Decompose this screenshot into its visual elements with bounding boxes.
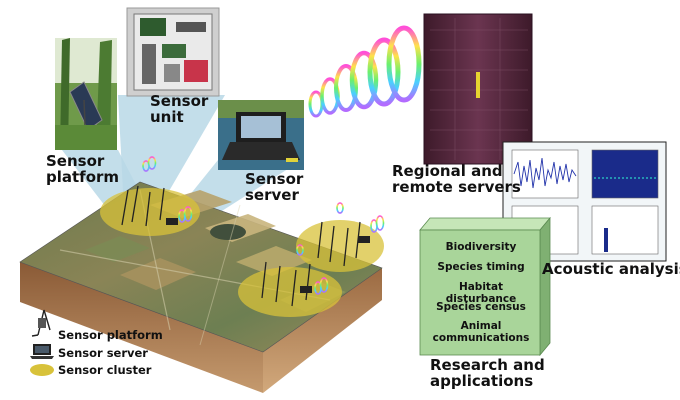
sensor-server-photo (218, 100, 304, 170)
label-regional-servers: Regional and remote servers (392, 162, 521, 196)
label-research-line1: Research and (430, 356, 545, 374)
cluster-laptop-center (300, 286, 312, 293)
label-sensor-server-line1: Sensor (245, 170, 304, 188)
label-regional-servers-line1: Regional and (392, 162, 503, 180)
cluster-wifi-cones (142, 156, 385, 295)
label-research-applications: Research and applications (430, 356, 545, 390)
label-regional-servers-line2: remote servers (392, 177, 521, 196)
sensor-unit-photo (126, 7, 220, 97)
terrain-block-right-side (263, 268, 382, 393)
app-item-species-timing: Species timing (437, 261, 525, 273)
sensor-platform-photo (55, 38, 117, 150)
terrain-block-left-side (20, 262, 263, 393)
label-sensor-unit-line1: Sensor (150, 92, 209, 110)
legend-label-sensor-server: Sensor server (58, 346, 148, 360)
research-box (419, 216, 551, 357)
label-research-line2: applications (430, 371, 534, 390)
label-sensor-server-line2: server (245, 185, 299, 204)
cluster-laptop-left (166, 218, 178, 225)
legend-laptop-icon (30, 344, 54, 359)
label-sensor-unit-line2: unit (150, 107, 184, 126)
label-acoustic-analysis: Acoustic analysis (542, 260, 680, 278)
app-item-biodiversity: Biodiversity (445, 241, 517, 253)
legend-label-sensor-cluster: Sensor cluster (58, 363, 152, 377)
sensor-cluster-right (296, 220, 384, 272)
legend-label-sensor-platform: Sensor platform (58, 328, 163, 342)
server-rack-photo (423, 13, 533, 165)
label-sensor-platform-line1: Sensor (46, 152, 105, 170)
label-sensor-platform: Sensor platform (46, 152, 120, 186)
app-item-habitat-disturbance: Habitat disturbance (445, 281, 517, 306)
label-sensor-server: Sensor server (245, 170, 304, 204)
app-item-species-census: Species census (436, 301, 526, 313)
legend-sensor-platform-icon (31, 309, 51, 337)
legend-cluster-icon (30, 364, 54, 376)
label-sensor-platform-line2: platform (46, 167, 120, 186)
cluster-laptop-right (358, 236, 370, 243)
app-item-animal-communications: Animal communications (432, 320, 530, 345)
sensor-cluster-center (238, 267, 342, 317)
unit-link-band (118, 95, 225, 210)
label-sensor-unit: Sensor unit (150, 92, 209, 126)
wireless-beam (308, 25, 422, 118)
